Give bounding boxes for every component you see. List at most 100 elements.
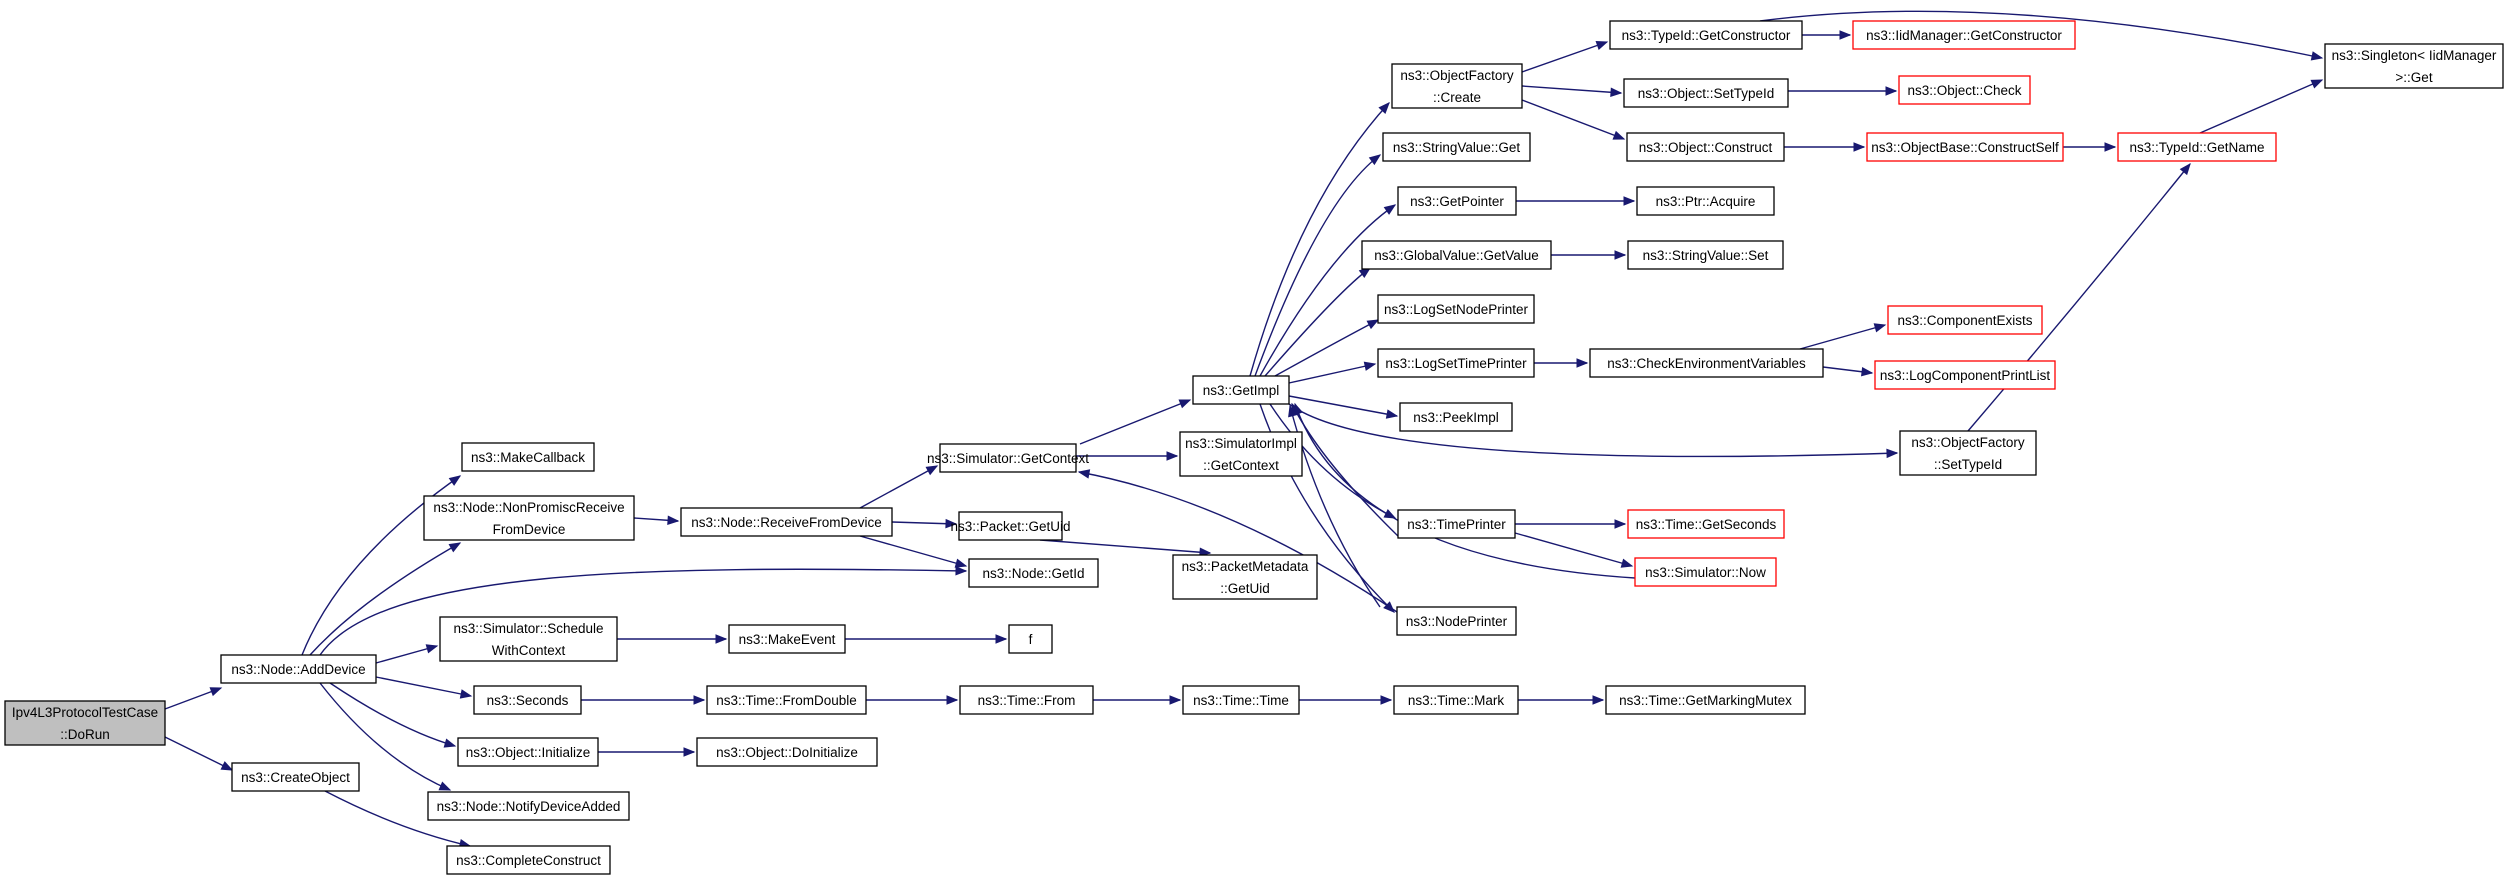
node-label-pmGetUid-line-1: ::GetUid	[1220, 581, 1270, 596]
arrowhead-getImpl-to-getPointer	[1383, 204, 1397, 215]
node-nodePrinter[interactable]: ns3::NodePrinter	[1396, 606, 1517, 636]
node-doInitialize[interactable]: ns3::Object::DoInitialize	[696, 737, 878, 767]
node-ofSetTypeId[interactable]: ns3::ObjectFactory::SetTypeId	[1899, 430, 2037, 476]
node-addDevice[interactable]: ns3::Node::AddDevice	[220, 654, 377, 684]
node-label-seconds-line-0: ns3::Seconds	[487, 693, 569, 708]
node-label-getImpl-line-0: ns3::GetImpl	[1203, 383, 1280, 398]
arrowhead-getPointer-to-ptrAcquire	[1623, 196, 1636, 206]
node-timeFrom[interactable]: ns3::Time::From	[959, 685, 1094, 715]
node-logSetTimePrinter[interactable]: ns3::LogSetTimePrinter	[1377, 348, 1535, 378]
node-label-checkEnv-line-0: ns3::CheckEnvironmentVariables	[1607, 356, 1806, 371]
node-checkEnv[interactable]: ns3::CheckEnvironmentVariables	[1589, 348, 1824, 378]
node-typeIdGetName[interactable]: ns3::TypeId::GetName	[2117, 132, 2277, 162]
node-timeFromDouble[interactable]: ns3::Time::FromDouble	[706, 685, 867, 715]
node-objConstruct[interactable]: ns3::Object::Construct	[1626, 132, 1785, 162]
node-root[interactable]: Ipv4L3ProtocolTestCase::DoRun	[4, 700, 166, 746]
node-label-getMarkingMutex-line-0: ns3::Time::GetMarkingMutex	[1619, 693, 1792, 708]
node-box-nonPromisc	[423, 495, 635, 541]
node-label-scheduleCtx-line-0: ns3::Simulator::Schedule	[453, 621, 603, 636]
node-objInitialize[interactable]: ns3::Object::Initialize	[457, 737, 599, 767]
arrowhead-addDevice-to-seconds	[459, 689, 473, 699]
node-label-iidGetCtor-line-0: ns3::IidManager::GetConstructor	[1866, 28, 2062, 43]
edge-getImpl-to-ofCreate	[1249, 102, 1390, 377]
node-componentExists[interactable]: ns3::ComponentExists	[1887, 305, 2043, 335]
node-stringValueGet[interactable]: ns3::StringValue::Get	[1382, 132, 1531, 162]
node-getMarkingMutex[interactable]: ns3::Time::GetMarkingMutex	[1605, 685, 1806, 715]
node-label-objCheck-line-0: ns3::Object::Check	[1907, 83, 2021, 98]
node-box-getImpl	[1192, 375, 1290, 405]
node-label-logSetNodePrinter-line-0: ns3::LogSetNodePrinter	[1384, 302, 1529, 317]
node-logSetNodePrinter[interactable]: ns3::LogSetNodePrinter	[1377, 294, 1535, 324]
edge-ofCreate-to-objSetTypeId	[1521, 85, 1622, 94]
arrowhead-getImpl-to-ofSetTypeId	[1886, 448, 1899, 459]
node-seconds[interactable]: ns3::Seconds	[473, 685, 582, 715]
node-simNow[interactable]: ns3::Simulator::Now	[1634, 557, 1777, 587]
node-objSetTypeId[interactable]: ns3::Object::SetTypeId	[1623, 78, 1789, 108]
arrowhead-addDevice-to-notifyAdded	[438, 781, 452, 791]
node-box-timeGetSeconds	[1627, 509, 1785, 539]
node-timeTime[interactable]: ns3::Time::Time	[1182, 685, 1300, 715]
edge-timePrinter-to-simNow	[1514, 532, 1633, 567]
node-box-objConstruct	[1626, 132, 1785, 162]
arrowhead-simGetContext-to-simImplGetContext	[1166, 451, 1179, 461]
node-ptrAcquire[interactable]: ns3::Ptr::Acquire	[1636, 186, 1775, 216]
arrowhead-nodePrinter-to-simGetContext	[1077, 469, 1091, 479]
node-typeIdGetCtor[interactable]: ns3::TypeId::GetConstructor	[1609, 20, 1803, 50]
node-box-ofCreate	[1391, 63, 1523, 109]
node-objBaseConstructSelf[interactable]: ns3::ObjectBase::ConstructSelf	[1866, 132, 2064, 162]
node-makeCallback[interactable]: ns3::MakeCallback	[461, 442, 595, 472]
arrowhead-ofCreate-to-objSetTypeId	[1610, 87, 1623, 97]
node-createObject[interactable]: ns3::CreateObject	[231, 762, 360, 792]
edge-addDevice-to-nonPromisc	[309, 542, 461, 656]
edge-checkEnv-to-componentExists	[1799, 324, 1886, 350]
edge-ofSetTypeId-to-typeIdGetName	[1967, 163, 2191, 432]
arrowhead-getImpl-to-logSetTimePrinter	[1363, 361, 1377, 371]
node-peekImpl[interactable]: ns3::PeekImpl	[1399, 402, 1513, 432]
node-label-receiveFromDevice-line-0: ns3::Node::ReceiveFromDevice	[691, 515, 882, 530]
node-gvGetValue[interactable]: ns3::GlobalValue::GetValue	[1361, 240, 1552, 270]
edge-getImpl-to-peekImpl	[1288, 395, 1398, 417]
arrowhead-timeFrom-to-timeTime	[1169, 695, 1182, 705]
node-label-timeFromDouble-line-0: ns3::Time::FromDouble	[716, 693, 857, 708]
node-receiveFromDevice[interactable]: ns3::Node::ReceiveFromDevice	[680, 507, 893, 537]
edge-simGetContext-to-getImpl	[1079, 399, 1191, 445]
edge-typeIdGetName-to-singletonGet	[2199, 79, 2323, 134]
node-f[interactable]: f	[1008, 624, 1053, 654]
node-box-createObject	[231, 762, 360, 792]
node-label-scheduleCtx-line-1: WithContext	[492, 643, 566, 658]
node-timeMark[interactable]: ns3::Time::Mark	[1393, 685, 1519, 715]
node-logComponentPrintList[interactable]: ns3::LogComponentPrintList	[1874, 360, 2056, 390]
node-box-peekImpl	[1399, 402, 1513, 432]
node-simImplGetContext[interactable]: ns3::SimulatorImpl::GetContext	[1179, 431, 1303, 477]
node-box-stringValueSet	[1627, 240, 1784, 270]
node-makeEvent[interactable]: ns3::MakeEvent	[728, 624, 846, 654]
arrowhead-nonPromisc-to-receiveFromDevice	[667, 515, 680, 526]
node-getId[interactable]: ns3::Node::GetId	[968, 558, 1099, 588]
node-objCheck[interactable]: ns3::Object::Check	[1898, 75, 2031, 105]
node-timeGetSeconds[interactable]: ns3::Time::GetSeconds	[1627, 509, 1785, 539]
node-pmGetUid[interactable]: ns3::PacketMetadata::GetUid	[1172, 554, 1318, 600]
node-box-componentExists	[1887, 305, 2043, 335]
node-getPointer[interactable]: ns3::GetPointer	[1397, 186, 1517, 216]
node-iidGetCtor[interactable]: ns3::IidManager::GetConstructor	[1852, 20, 2076, 50]
node-packetGetUid[interactable]: ns3::Packet::GetUid	[950, 511, 1071, 541]
arrowhead-seconds-to-timeFromDouble	[693, 695, 706, 705]
arrowhead-logSetTimePrinter-to-checkEnv	[1576, 358, 1589, 368]
node-timePrinter[interactable]: ns3::TimePrinter	[1397, 509, 1516, 539]
node-label-nonPromisc-line-1: FromDevice	[493, 522, 566, 537]
node-stringValueSet[interactable]: ns3::StringValue::Set	[1627, 240, 1784, 270]
node-box-ofSetTypeId	[1899, 430, 2037, 476]
node-label-timeTime-line-0: ns3::Time::Time	[1193, 693, 1289, 708]
node-singletonGet[interactable]: ns3::Singleton< IidManager >::Get	[2324, 43, 2504, 89]
arrowhead-typeIdGetCtor-to-iidGetCtor	[1839, 30, 1852, 40]
node-ofCreate[interactable]: ns3::ObjectFactory::Create	[1391, 63, 1523, 109]
node-simGetContext[interactable]: ns3::Simulator::GetContext	[927, 443, 1089, 473]
arrowhead-addDevice-to-makeCallback	[448, 475, 462, 486]
node-label-singletonGet-line-1: >::Get	[2395, 70, 2432, 85]
node-completeConstruct[interactable]: ns3::CompleteConstruct	[446, 845, 611, 875]
node-notifyAdded[interactable]: ns3::Node::NotifyDeviceAdded	[427, 791, 630, 821]
node-getImpl[interactable]: ns3::GetImpl	[1192, 375, 1290, 405]
